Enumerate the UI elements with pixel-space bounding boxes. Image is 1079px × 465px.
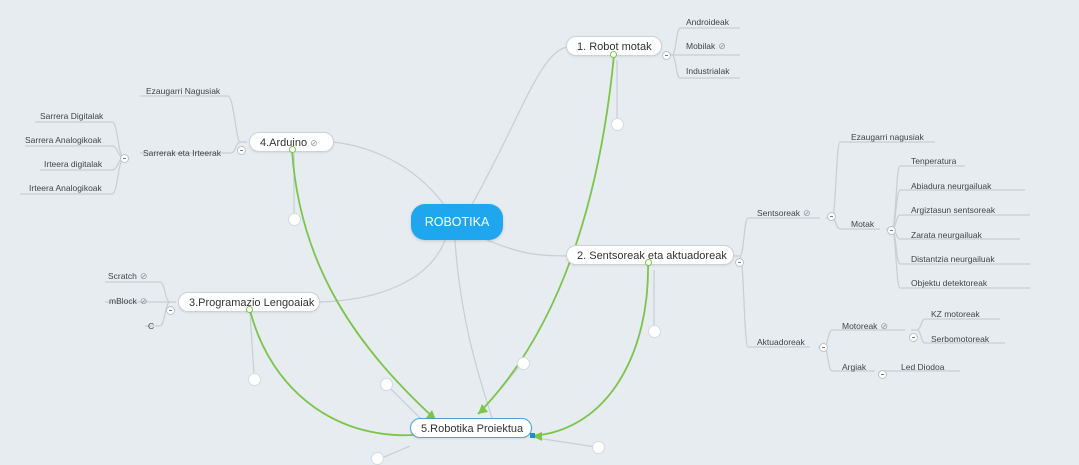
relation-control-point[interactable] <box>517 357 530 370</box>
relation-control-point[interactable] <box>592 441 605 454</box>
leaf-argiztasun[interactable]: Argiztasun sentsoreak <box>911 205 996 215</box>
leaf-mobilak[interactable]: Mobilak⊘ <box>686 40 726 52</box>
leaf-objektu[interactable]: Objektu detektoreak <box>911 278 988 288</box>
node-arduino-label: 4.Arduino <box>260 137 308 149</box>
leaf-sarrera-digitalak[interactable]: Sarrera Digitalak <box>40 111 104 121</box>
leaf-ezaugarri-nagusiak[interactable]: Ezaugarri Nagusiak <box>146 86 221 96</box>
leaf-mobilak-label: Mobilak <box>686 41 716 51</box>
relation-control-point[interactable] <box>380 378 393 391</box>
node-sentsoreak[interactable]: 2. Sentsoreak eta aktuadoreak <box>566 245 734 265</box>
relation-handle[interactable] <box>610 51 617 58</box>
root-node[interactable]: ROBOTIKA <box>411 204 503 240</box>
collapse-toggle[interactable] <box>662 51 671 60</box>
collapse-toggle[interactable] <box>120 154 129 163</box>
leaf-sarrerak-irteerak[interactable]: Sarrerak eta Irteerak <box>143 148 221 158</box>
node-arduino[interactable]: 4.Arduino⊘ <box>249 132 334 152</box>
leaf-kz-motoreak[interactable]: KZ motoreak <box>931 309 980 319</box>
link-icon[interactable]: ⊘ <box>718 41 726 51</box>
collapse-toggle[interactable] <box>237 146 246 155</box>
link-icon[interactable]: ⊘ <box>139 271 148 281</box>
relation-control-point[interactable] <box>288 213 301 226</box>
project-handle[interactable] <box>530 433 535 438</box>
leaf-motak[interactable]: Motak <box>851 219 875 229</box>
leaf-argiak[interactable]: Argiak <box>842 362 867 372</box>
leaf-led-diodoa[interactable]: Led Diodoa <box>901 362 945 372</box>
leaf-tenperatura[interactable]: Tenperatura <box>911 156 957 166</box>
relation-handle[interactable] <box>289 146 296 153</box>
collapse-toggle[interactable] <box>887 226 896 235</box>
node-proiektua[interactable]: 5.Robotika Proiektua <box>410 418 532 438</box>
link-icon[interactable]: ⊘ <box>803 208 811 218</box>
leaf-motoreak[interactable]: Motoreak⊘ <box>842 320 888 332</box>
leaf-abiadura[interactable]: Abiadura neurgailuak <box>911 181 992 191</box>
node-robot-motak-label: 1. Robot motak <box>577 41 652 53</box>
leaf-aktuadoreak[interactable]: Aktuadoreak <box>757 337 805 347</box>
leaf-c[interactable]: C <box>148 321 155 331</box>
link-icon[interactable]: ⊘ <box>880 321 888 331</box>
relation-lines <box>249 54 649 437</box>
collapse-toggle[interactable] <box>819 343 828 352</box>
leaf-serbomotoreak[interactable]: Serbomotoreak <box>931 334 990 344</box>
relation-control-point[interactable] <box>371 452 384 465</box>
node-programazio-label: 3.Programazio Lengoaiak <box>189 297 315 309</box>
leaf-sarrera-analogikoak[interactable]: Sarrera Analogikoak <box>25 135 102 145</box>
link-icon[interactable]: ⊘ <box>139 296 148 306</box>
collapse-toggle[interactable] <box>827 212 836 221</box>
collapse-toggle[interactable] <box>735 258 744 267</box>
node-proiektua-label: 5.Robotika Proiektua <box>421 423 524 435</box>
relation-control-point[interactable] <box>611 118 624 131</box>
link-icon[interactable]: ⊘ <box>310 138 318 148</box>
leaf-irteera-digitalak[interactable]: Irteera digitalak <box>44 159 103 169</box>
relation-handle[interactable] <box>645 259 652 266</box>
collapse-toggle[interactable] <box>166 306 175 315</box>
leaf-scratch[interactable]: Scratch⊘ <box>108 270 147 282</box>
leaf-irteera-analogikoak[interactable]: Irteera Analogikoak <box>29 183 102 193</box>
leaf-sentsoreak[interactable]: Sentsoreak⊘ <box>757 207 811 219</box>
leaf-scratch-label: Scratch <box>108 271 137 281</box>
collapse-toggle[interactable] <box>909 333 918 342</box>
relation-control-point[interactable] <box>248 373 261 386</box>
relation-handle[interactable] <box>246 306 253 313</box>
leaf-androideak[interactable]: Androideak <box>686 17 730 27</box>
collapse-toggle[interactable] <box>878 370 887 379</box>
leaf-sentsoreak-label: Sentsoreak <box>757 208 800 218</box>
leaf-industrialak[interactable]: Industrialak <box>686 66 730 76</box>
leaf-motoreak-label: Motoreak <box>842 321 878 331</box>
node-sentsoreak-label: 2. Sentsoreak eta aktuadoreak <box>577 250 727 262</box>
leaf-distantzia[interactable]: Distantzia neurgailuak <box>911 254 995 264</box>
leaf-mblock-label: mBlock <box>109 296 137 306</box>
relation-control-point[interactable] <box>648 325 661 338</box>
leaf-zarata[interactable]: Zarata neurgailuak <box>911 230 982 240</box>
leaf-mblock[interactable]: mBlock⊘ <box>109 295 147 307</box>
leaf-ezaugarri-nagusiak-s[interactable]: Ezaugarri nagusiak <box>851 132 924 142</box>
